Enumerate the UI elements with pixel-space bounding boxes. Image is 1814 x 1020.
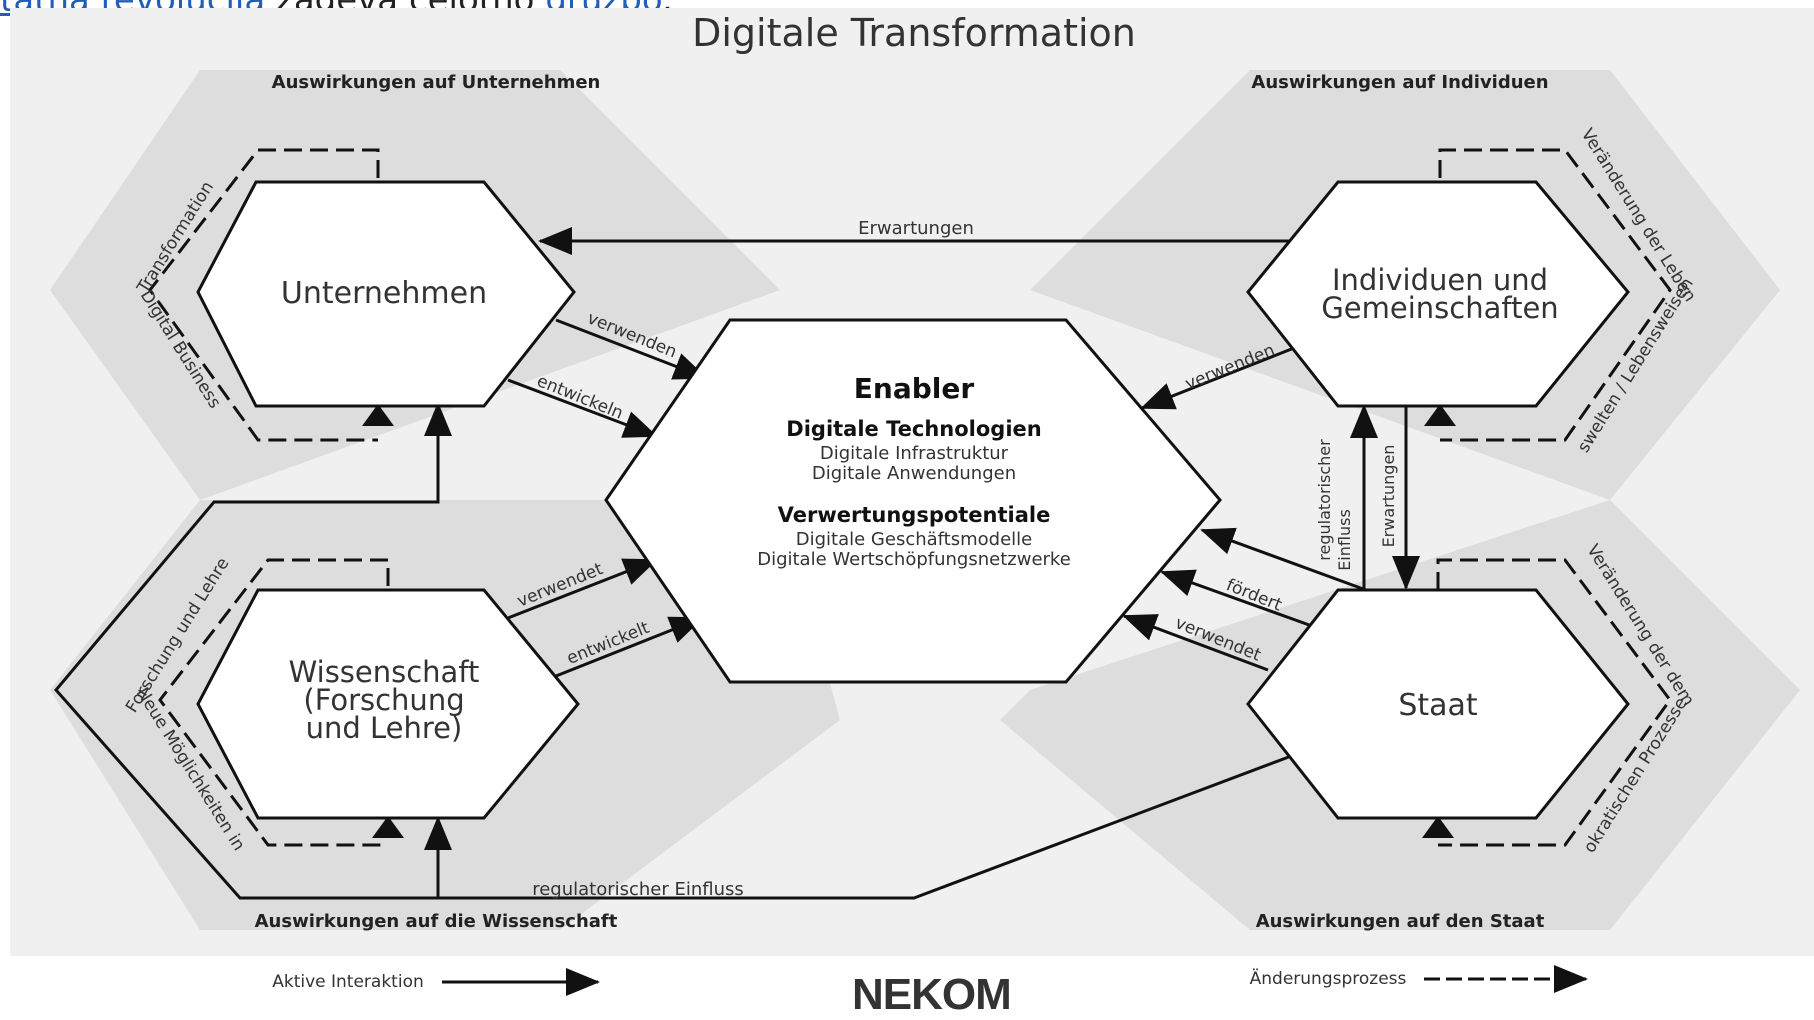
node-label-unternehmen: Unternehmen [281,276,487,311]
enabler-title: Enabler [854,372,975,405]
edge-label-regulatorischer-2: Einfluss [1335,509,1354,571]
node-label-wissenschaft-3: und Lehre) [306,711,463,745]
node-staat [1246,588,1630,820]
quadrant-label-staat: Auswirkungen auf den Staat [1256,911,1545,932]
node-label-individuen-2: Gemeinschaften [1321,291,1558,325]
node-label-staat: Staat [1398,688,1478,723]
edge-label-foerdert-staat: fördert [1223,575,1285,615]
node-enabler [604,318,1222,684]
node-unternehmen [196,180,576,408]
quadrant-label-unternehmen: Auswirkungen auf Unternehmen [272,72,601,93]
node-label-wissenschaft-1: Wissenschaft [289,655,480,689]
nekom-logo: NEKOM [852,970,1012,1019]
edge-label-regulatorischer-1: regulatorischer [1315,439,1334,561]
arrow-regulatorisch-staat [1200,527,1367,592]
edge-label-erwartungen-vertical: Erwartungen [1379,445,1398,548]
arrow-foerdert-staat [1160,569,1313,628]
loop-arrowhead-unternehmen [362,404,394,426]
arrow-verwendet-staat [1122,614,1269,672]
arrow-verwenden-unternehmen [555,318,708,380]
diagram-title: Digitale Transformation [692,11,1136,55]
arrow-entwickelt-wissenschaft [555,616,704,678]
node-label-wissenschaft-2: (Forschung [303,683,464,717]
enabler-section1-item-1: Digitale Infrastruktur [820,443,1009,464]
quadrant-label-wissenschaft: Auswirkungen auf die Wissenschaft [255,911,618,932]
loop-arrowhead-staat [1422,816,1454,838]
edge-label-regulatorischer-bottom: regulatorischer Einfluss [532,879,744,900]
enabler-section2-item-1: Digitale Geschäftsmodelle [796,529,1033,550]
arrow-regulatorischer-einfluss-outer [54,402,1295,900]
node-wissenschaft [196,588,580,820]
node-individuen [1246,180,1630,408]
arrow-entwickeln-unternehmen [507,378,658,438]
loop-arrowhead-wissenschaft [372,816,404,838]
edge-label-erwartungen-top: Erwartungen [858,218,974,239]
loop-individuen [1438,148,1672,442]
loop-arrowhead-individuen [1424,404,1456,426]
enabler-section1-item-2: Digitale Anwendungen [812,463,1016,484]
enabler-section1-title: Digitale Technologien [786,417,1041,441]
quadrant-label-individuen: Auswirkungen auf Individuen [1251,72,1548,93]
node-label-individuen-1: Individuen und [1332,263,1548,297]
arrow-verwendet-wissenschaft [507,558,658,620]
enabler-section2-title: Verwertungspotentiale [778,503,1051,527]
legend-active-label: Aktive Interaktion [272,972,424,992]
enabler-section2-item-2: Digitale Wertschöpfungsnetzwerke [757,549,1071,570]
loop-unternehmen [148,148,380,442]
loop-wissenschaft [158,558,390,847]
edge-label-entwickeln-unternehmen: entwickeln [534,371,626,424]
arrow-verwenden-individuen [1140,346,1295,410]
loop-staat [1436,558,1672,847]
legend-change-label: Änderungsprozess [1250,968,1407,989]
